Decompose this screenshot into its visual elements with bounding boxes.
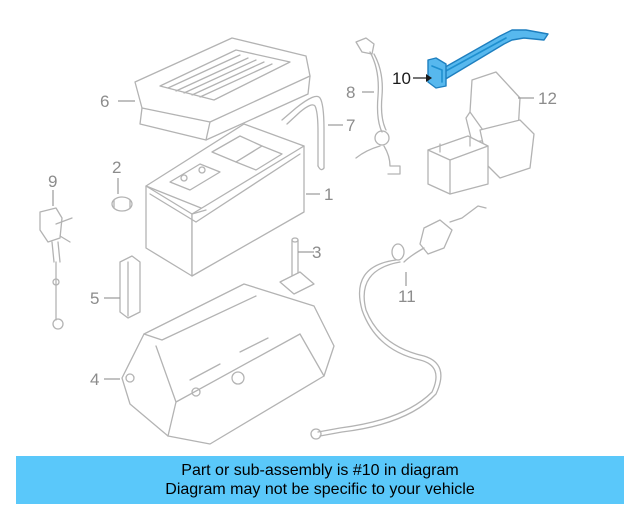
part-1-battery[interactable] xyxy=(145,123,305,277)
leader-10-arrow xyxy=(426,74,432,82)
part-8-sensor-cable[interactable] xyxy=(355,37,401,175)
parts-diagram: 6 7 1 2 8 xyxy=(39,29,557,445)
callout-2: 2 xyxy=(112,158,121,177)
part-10-bracket-highlighted[interactable] xyxy=(427,29,549,89)
part-3-hold-down[interactable] xyxy=(279,237,315,295)
part-11-cable[interactable] xyxy=(310,205,487,440)
callout-3: 3 xyxy=(312,243,321,262)
part-6-battery-cover[interactable] xyxy=(134,37,311,141)
part-4-battery-tray[interactable] xyxy=(121,283,335,445)
callout-1: 1 xyxy=(324,185,333,204)
callout-5: 5 xyxy=(90,289,99,308)
callout-8: 8 xyxy=(346,83,355,102)
part-7-vent-hose[interactable] xyxy=(281,95,325,171)
info-banner: Part or sub-assembly is #10 in diagram D… xyxy=(16,456,624,504)
part-12-fuse-box[interactable] xyxy=(427,71,535,195)
part-2-plug[interactable] xyxy=(111,196,133,212)
callout-12: 12 xyxy=(538,89,557,108)
callout-4: 4 xyxy=(90,370,99,389)
banner-line-1: Part or sub-assembly is #10 in diagram xyxy=(181,462,459,479)
part-9-ground-strap[interactable] xyxy=(39,207,73,330)
callout-9: 9 xyxy=(48,172,57,191)
banner-line-2: Diagram may not be specific to your vehi… xyxy=(165,481,475,498)
part-5-bracket[interactable] xyxy=(119,255,141,319)
callout-11: 11 xyxy=(398,287,416,306)
callout-10: 10 xyxy=(392,69,411,88)
callout-6: 6 xyxy=(100,92,109,111)
callout-7: 7 xyxy=(346,116,355,135)
